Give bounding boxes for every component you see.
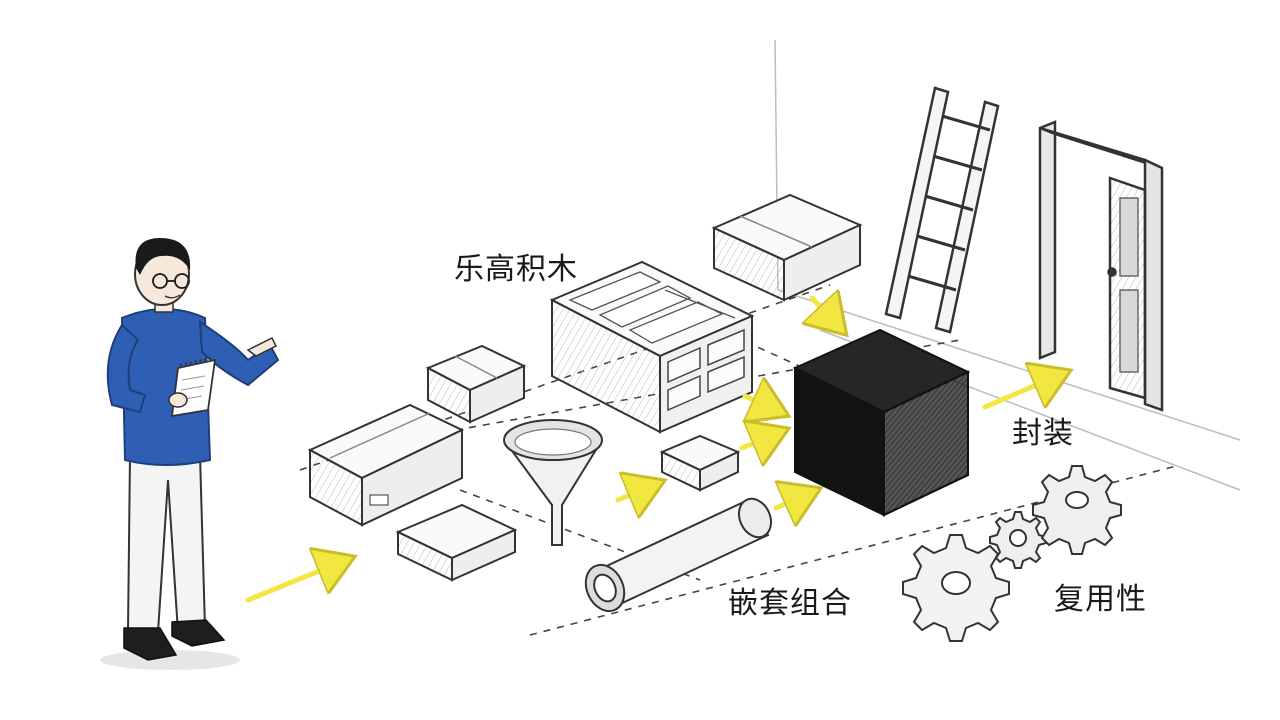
tiny-box: [659, 434, 741, 492]
gear-icon-front: [902, 534, 1010, 642]
gear-icon-large: [1032, 465, 1122, 555]
label-lego-blocks: 乐高积木: [454, 252, 578, 287]
black-box: [792, 328, 971, 517]
small-box-upper: [425, 344, 527, 424]
arrow-start: [245, 560, 346, 603]
gear-icon-small: [989, 511, 1047, 569]
flat-box: [395, 503, 518, 582]
small-box-top: [711, 193, 863, 302]
flow-arrows: [615, 298, 1062, 508]
label-encapsulation: 封装: [1012, 416, 1074, 451]
glasses-icon: [152, 273, 190, 289]
large-box: [307, 403, 465, 527]
label-reusability: 复用性: [1054, 582, 1147, 617]
pipe-icon: [584, 497, 773, 613]
door-icon: [1038, 120, 1164, 412]
ladder-icon: [884, 86, 1000, 334]
drawer-cabinet: [549, 260, 755, 434]
label-nested-composition: 嵌套组合: [728, 586, 852, 621]
funnel-icon: [503, 419, 603, 546]
person-figure: [100, 238, 280, 670]
